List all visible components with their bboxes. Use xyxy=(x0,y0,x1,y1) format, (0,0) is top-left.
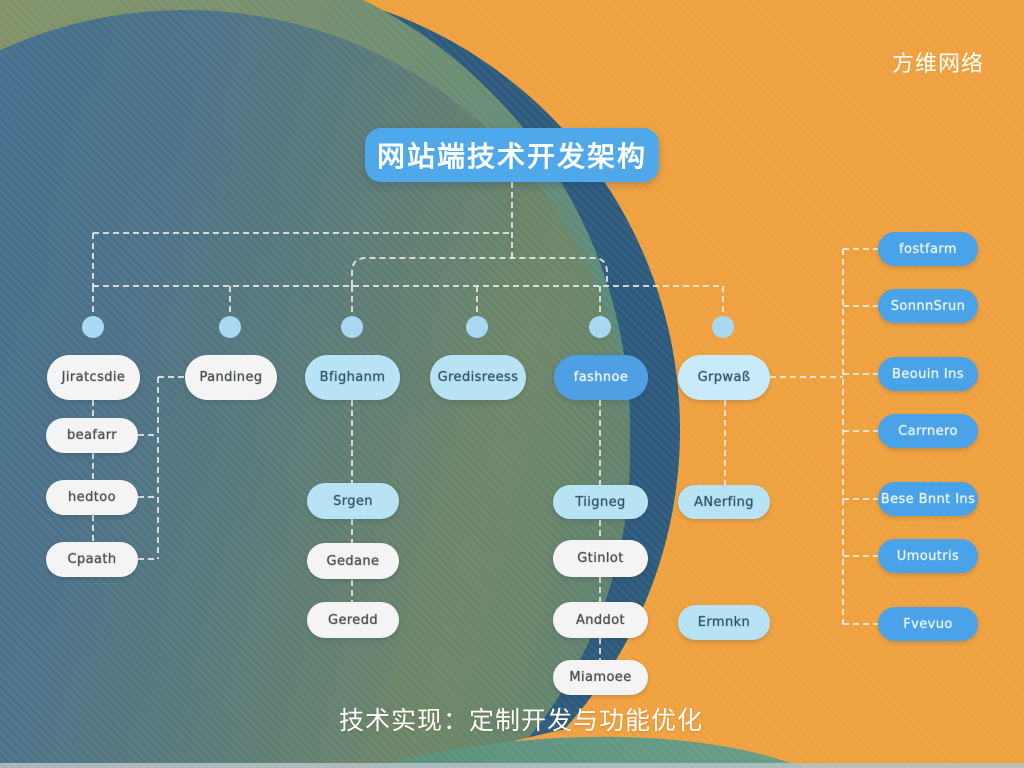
background-bottom-strip xyxy=(0,763,1024,768)
sub-node-miamoee: Miamoee xyxy=(553,660,648,695)
main-node-gredisreess: Gredisreess xyxy=(430,355,526,400)
sub-node-srgen: Srgen xyxy=(307,483,399,519)
sub-node-tiigneg: Tiigneg xyxy=(553,485,648,519)
sub-node-gedane: Gedane xyxy=(307,543,399,579)
sub-node-beafarr: beafarr xyxy=(46,418,138,453)
right-node-beouin-ins: Beouin Ins xyxy=(878,357,978,391)
right-node-fostfarm: fostfarm xyxy=(878,232,978,266)
sub-node-gtinlot: Gtinlot xyxy=(553,540,648,577)
sub-node-anerfing: ANerfing xyxy=(678,485,770,519)
sub-node-cpaath: Cpaath xyxy=(46,542,138,577)
footer-caption: 技术实现：定制开发与功能优化 xyxy=(338,706,704,735)
main-node-grpwass: Grpwaß xyxy=(678,355,770,400)
right-node-fvevuo: Fvevuo xyxy=(878,607,978,641)
main-node-fashnoe: fashnoe xyxy=(554,355,648,400)
main-node-bfighanm: Bfighanm xyxy=(305,355,400,400)
right-node-umoutris: Umoutris xyxy=(878,539,978,573)
sub-node-ermnkn: Ermnkn xyxy=(678,605,770,640)
diagram-title: 网站端技术开发架构 xyxy=(365,128,659,182)
sub-node-geredd: Geredd xyxy=(307,602,399,638)
sub-node-anddot: Anddot xyxy=(553,602,648,638)
right-node-bese-bnnt-ins: Bese Bnnt Ins xyxy=(878,482,978,516)
sub-node-hedtoo: hedtoo xyxy=(46,480,138,515)
right-node-sonnnsrun: SonnnSrun xyxy=(878,289,978,323)
main-node-jiratcsdie: Jiratcsdie xyxy=(47,355,140,400)
main-node-pandineg: Pandineg xyxy=(185,355,277,400)
brand-watermark: 方维网络 xyxy=(891,52,984,77)
diagram-title-text: 网站端技术开发架构 xyxy=(376,140,647,173)
right-node-carrnero: Carrnero xyxy=(878,414,978,448)
